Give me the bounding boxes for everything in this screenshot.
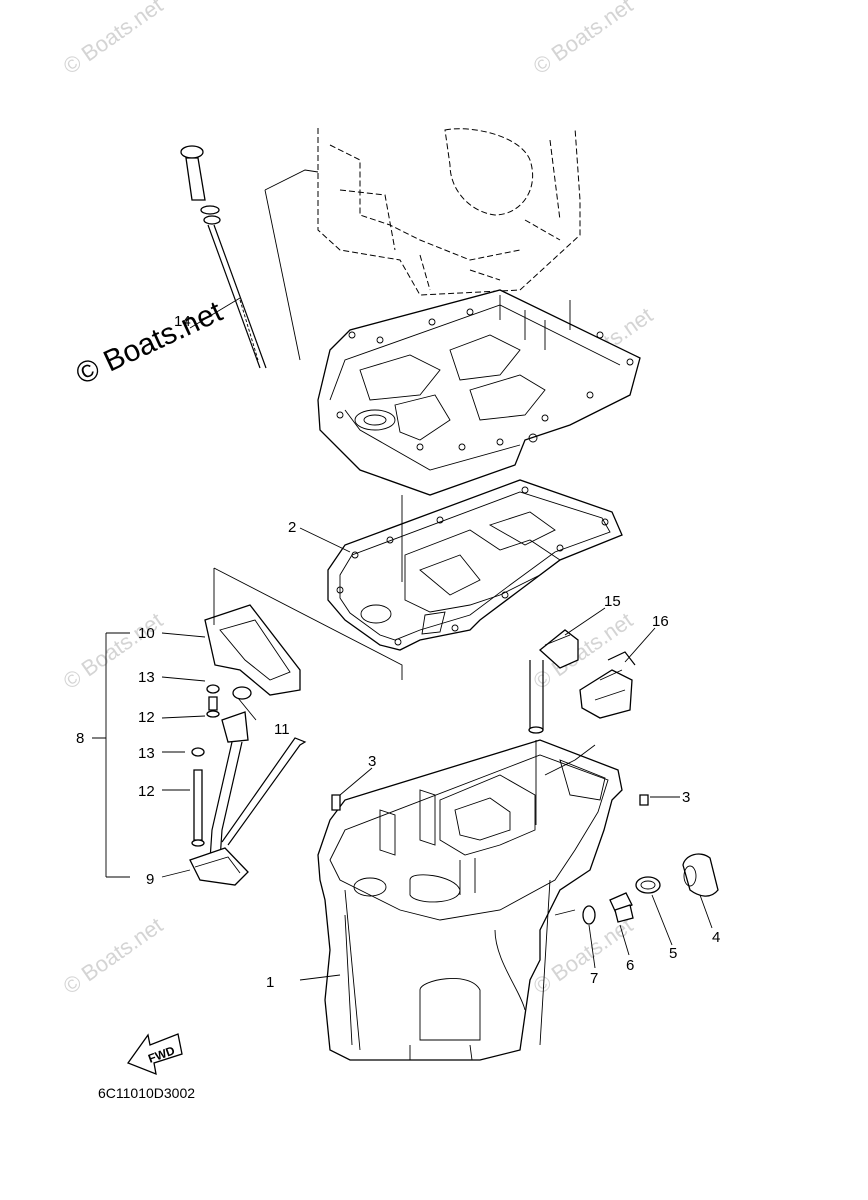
breather-hose: [528, 629, 636, 734]
fwd-arrow-icon: FWD: [126, 1033, 183, 1076]
fasteners: [191, 684, 649, 847]
callout-5: 5: [669, 945, 677, 962]
dipstick: [180, 145, 267, 369]
watermark-2: © Boats.net: [529, 0, 638, 79]
callout-1: 1: [266, 974, 274, 991]
watermark-7: © Boats.net: [529, 912, 638, 999]
watermark-6: © Boats.net: [59, 912, 168, 999]
drain-plug-group: [582, 853, 719, 925]
gasket: [327, 479, 623, 651]
leader-lines: [92, 169, 713, 981]
watermark-large: © Boats.net: [71, 295, 228, 392]
callout-3-left: 3: [368, 753, 376, 770]
callout-16: 16: [652, 613, 669, 630]
callout-12-upper: 12: [138, 709, 155, 726]
callout-13-lower: 13: [138, 745, 155, 762]
callout-2: 2: [288, 519, 296, 536]
callout-9: 9: [146, 871, 154, 888]
callout-14: 14: [174, 313, 191, 330]
callout-10: 10: [138, 625, 155, 642]
callout-3-right: 3: [682, 789, 690, 806]
callout-labels: 1 2 3 3 4 5 6 7 8 9 10 11 12 12 13 13 14…: [76, 313, 720, 991]
cylinder-block-outline: [317, 127, 581, 296]
callout-8: 8: [76, 730, 84, 747]
callout-12-lower: 12: [138, 783, 155, 800]
watermark-1: © Boats.net: [59, 0, 168, 79]
callout-13-upper: 13: [138, 669, 155, 686]
callout-11: 11: [274, 721, 290, 738]
diagram-code: 6C11010D3002: [98, 1085, 195, 1101]
callout-7: 7: [590, 970, 598, 987]
callout-6: 6: [626, 957, 634, 974]
callout-15: 15: [604, 593, 621, 610]
upper-casing: [317, 289, 641, 496]
callout-4: 4: [712, 929, 720, 946]
oil-pan: [317, 739, 623, 1061]
dipstick-guide: [189, 604, 307, 886]
